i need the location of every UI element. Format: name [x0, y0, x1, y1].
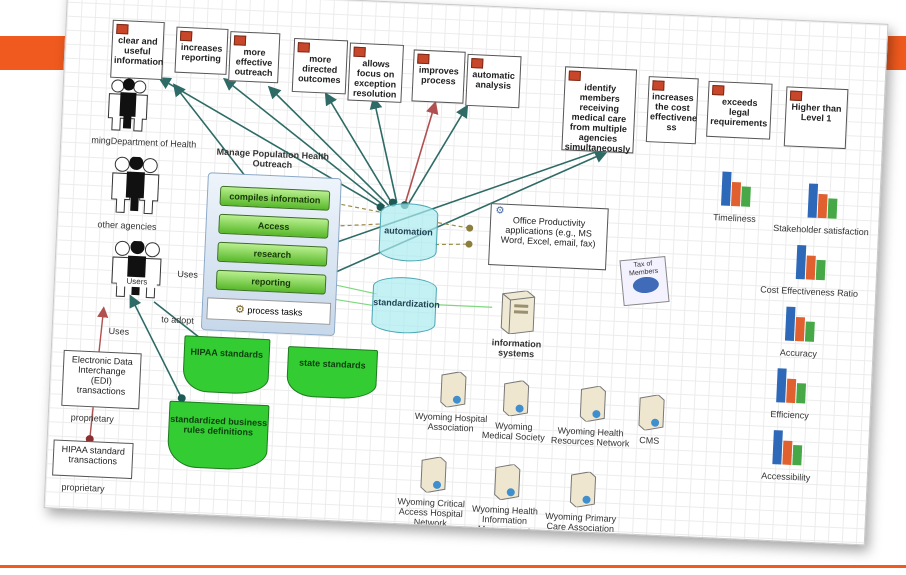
process-step-reporting[interactable]: reporting — [215, 269, 327, 295]
proprietary-label-1: proprietary — [70, 412, 114, 425]
org-label: Wyoming Medical Society — [481, 420, 546, 443]
goal-box-clear-info[interactable]: clear and useful information — [110, 19, 165, 81]
actor-users-icon — [111, 240, 162, 299]
edi-transactions-doc[interactable]: Electronic Data Interchange (EDI) transa… — [61, 349, 142, 410]
edge-dashed-3 — [437, 222, 470, 229]
server-icon — [494, 463, 521, 501]
edge-dashed-1 — [313, 198, 381, 213]
state-standards-shape[interactable]: state standards — [285, 346, 379, 401]
edge-to-outcomes — [324, 92, 394, 206]
edge-standard-rules-to-users — [129, 294, 183, 399]
actor-other-agencies-icon — [111, 155, 160, 215]
hipaa-standard-transactions-doc[interactable]: HIPAA standard transactions — [52, 439, 134, 480]
edge-reporting-to-identify — [294, 150, 608, 291]
server-icon — [579, 385, 606, 423]
edge-dashed-4 — [434, 243, 470, 246]
bar-chart-icon — [721, 171, 751, 207]
office-productivity-box[interactable]: ⚙ Office Productivity applications (e.g.… — [488, 203, 609, 271]
tax-of-members-document-icon[interactable]: Tax of Members — [619, 256, 670, 307]
process-panel[interactable]: compiles information Access research rep… — [200, 172, 342, 337]
edge-to-clear-info — [157, 77, 381, 208]
org-wyoming-health-information-management[interactable]: Wyoming Health Information Management — [462, 462, 549, 537]
actor-department-of-health-icon — [107, 78, 148, 132]
org-label: Wyoming Primary Care Association — [545, 510, 617, 534]
information-systems-server-icon — [500, 290, 536, 335]
metric-accessibility[interactable]: Accessibility — [751, 425, 823, 483]
edge-to-reporting — [222, 77, 386, 207]
standardization-cylinder[interactable]: standardization — [370, 275, 440, 335]
metric-cost-effectiveness-ratio[interactable]: Cost Effectiveness Ratio — [749, 239, 871, 299]
org-wyoming-critical-access-hospital-network[interactable]: Wyoming Critical Access Hospital Network — [388, 455, 475, 530]
server-icon — [638, 394, 665, 431]
edge-label-uses-1: Uses — [177, 268, 199, 280]
server-icon — [420, 456, 447, 493]
server-icon — [569, 471, 597, 508]
org-wyoming-medical-society[interactable]: Wyoming Medical Society — [478, 379, 551, 443]
edge-to-analysis — [408, 104, 469, 204]
bar-chart-icon — [784, 306, 815, 342]
hipaa-standards-shape[interactable]: HIPAA standards — [182, 335, 271, 396]
metric-accuracy[interactable]: Accuracy — [768, 302, 830, 360]
goal-box-directed-outcomes[interactable]: more directed outcomes — [291, 37, 349, 95]
edge-dashed-2 — [312, 223, 380, 228]
org-label: Wyoming Critical Access Hospital Network — [397, 496, 466, 529]
edge-label-to-adopt: to adopt — [161, 314, 194, 326]
goal-box-exception-resolution[interactable]: allows focus on exception resolution — [347, 42, 404, 103]
edge-to-identify-members — [306, 145, 608, 254]
edge-green-2 — [434, 303, 493, 308]
goal-box-higher-than-level-1[interactable]: Higher than Level 1 — [783, 86, 849, 150]
goal-box-automatic-analysis[interactable]: automatic analysis — [465, 53, 522, 109]
standardized-business-rules-shape[interactable]: standardized business rules definitions — [166, 400, 270, 472]
bar-chart-icon — [772, 430, 803, 466]
goal-box-cost-effectiveness[interactable]: increases the cost effectivene ss — [645, 76, 699, 145]
org-label: Wyoming Health Resources Network — [550, 425, 630, 449]
orange-footer-line — [0, 565, 906, 568]
metric-efficiency[interactable]: Efficiency — [759, 364, 821, 422]
edge-to-improves — [403, 100, 439, 206]
server-icon — [440, 371, 467, 408]
goal-box-effective-outreach[interactable]: more effective outreach — [228, 31, 281, 84]
org-wyoming-hospital-association[interactable]: Wyoming Hospital Association — [410, 370, 493, 435]
org-wyoming-primary-care-association[interactable]: Wyoming Primary Care Association — [540, 470, 623, 535]
org-wyoming-health-resources-network[interactable]: Wyoming Health Resources Network — [548, 384, 635, 449]
gears-icon: ⚙ — [495, 205, 505, 217]
goal-box-identify-members[interactable]: identify members receiving medical care … — [561, 66, 638, 154]
goal-box-exceeds-legal[interactable]: exceeds legal requirements — [706, 80, 773, 140]
process-step-research[interactable]: research — [216, 241, 328, 267]
bar-chart-icon — [807, 183, 838, 219]
goal-box-increases-reporting[interactable]: increases reporting — [174, 26, 229, 75]
goal-box-improves-process[interactable]: improves process — [411, 49, 466, 104]
process-step-compiles-information[interactable]: compiles information — [219, 185, 331, 211]
bar-chart-icon — [795, 245, 826, 281]
process-tasks-footer[interactable]: ⚙ process tasks — [206, 297, 332, 325]
org-label: Wyoming Health Information Management — [471, 503, 539, 537]
automation-cylinder[interactable]: automation — [378, 202, 439, 263]
proprietary-label-2: proprietary — [61, 481, 105, 494]
edge-to-exception — [369, 96, 398, 203]
process-step-access[interactable]: Access — [218, 213, 330, 239]
gear-icon: ⚙ — [234, 303, 246, 317]
server-icon — [502, 380, 530, 417]
org-cms[interactable]: CMS — [624, 393, 676, 446]
diagram-sheet: clear and useful information increases r… — [43, 0, 889, 546]
information-systems-label: information systems — [491, 337, 542, 360]
edge-to-outreach — [267, 85, 390, 206]
bar-chart-icon — [776, 368, 807, 404]
edge-label-uses-2: Uses — [108, 325, 130, 337]
metric-stakeholder-satisfaction[interactable]: Stakeholder satisfaction — [766, 178, 878, 238]
actor-label-users: Users — [116, 276, 158, 288]
metric-timeliness[interactable]: Timeliness — [704, 167, 766, 225]
